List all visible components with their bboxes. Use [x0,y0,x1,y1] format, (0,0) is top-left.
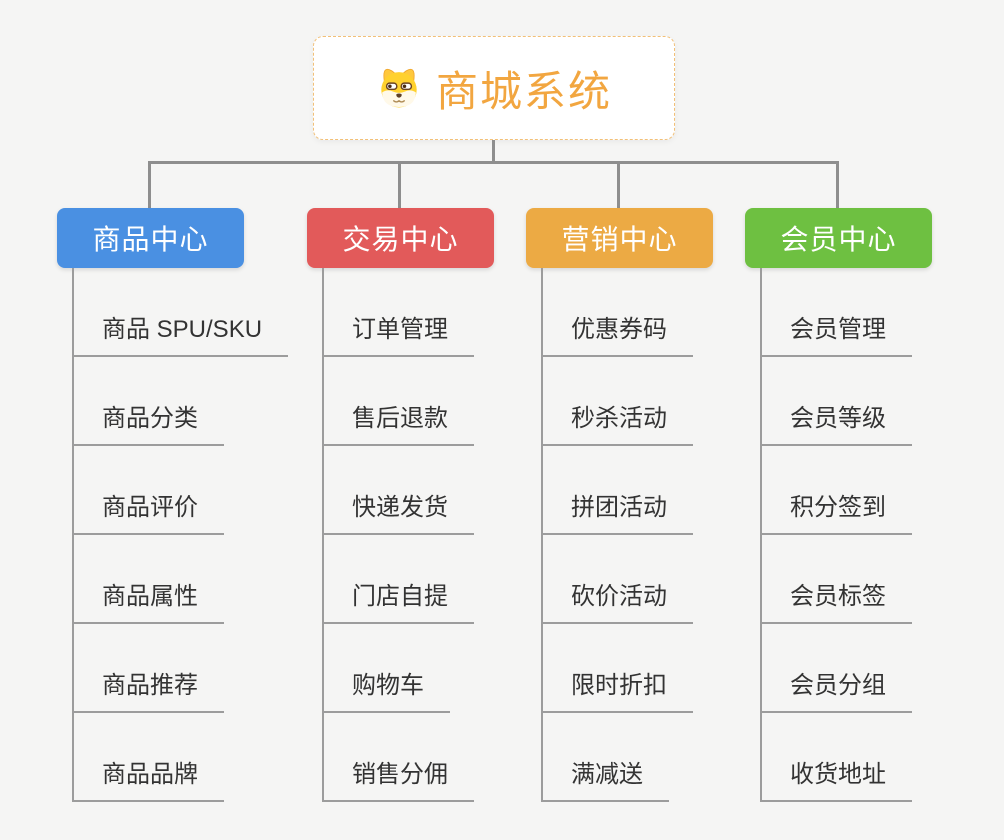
leaf-node[interactable]: 会员等级 [760,402,912,446]
leaf-node[interactable]: 会员分组 [760,669,912,713]
branch-member: 会员中心 会员管理 会员等级 积分签到 会员标签 会员分组 收货地址 [745,208,932,802]
leaf-node[interactable]: 砍价活动 [541,580,693,624]
branch-spine [760,268,762,801]
connector-root-stem [492,140,495,164]
branch-node-products[interactable]: 商品中心 [57,208,244,268]
leaf-node[interactable]: 秒杀活动 [541,402,693,446]
root-title: 商城系统 [435,67,612,115]
connector-drop-trade [398,161,401,208]
branch-spine [72,268,74,801]
leaf-node[interactable]: 商品推荐 [72,669,224,713]
branch-marketing: 营销中心 优惠券码 秒杀活动 拼团活动 砍价活动 限时折扣 满减送 [526,208,713,802]
leaf-node[interactable]: 订单管理 [322,313,474,357]
connector-drop-marketing [617,161,620,208]
root-node[interactable]: 商城系统 [313,36,675,140]
branch-label: 营销中心 [561,224,678,255]
leaf-node[interactable]: 限时折扣 [541,669,693,713]
branch-label: 会员中心 [780,224,897,255]
branch-trade: 交易中心 订单管理 售后退款 快递发货 门店自提 购物车 销售分佣 [307,208,494,802]
branch-label: 交易中心 [342,224,459,255]
leaf-node[interactable]: 销售分佣 [322,758,474,802]
leaf-node[interactable]: 积分签到 [760,491,912,535]
leaf-node[interactable]: 拼团活动 [541,491,693,535]
leaf-node[interactable]: 商品分类 [72,402,224,446]
leaf-node[interactable]: 商品品牌 [72,758,224,802]
connector-drop-products [148,161,151,208]
branch-node-marketing[interactable]: 营销中心 [526,208,713,268]
leaf-node[interactable]: 商品评价 [72,491,224,535]
branch-spine [541,268,543,801]
leaf-node[interactable]: 会员管理 [760,313,912,357]
connector-drop-member [836,161,839,208]
branch-node-member[interactable]: 会员中心 [745,208,932,268]
leaf-node[interactable]: 购物车 [322,669,450,713]
branch-label: 商品中心 [92,224,209,255]
leaf-node[interactable]: 门店自提 [322,580,474,624]
leaf-node[interactable]: 收货地址 [760,758,912,802]
leaf-node[interactable]: 商品属性 [72,580,224,624]
leaf-node[interactable]: 优惠券码 [541,313,693,357]
leaf-node[interactable]: 售后退款 [322,402,474,446]
branch-spine [322,268,324,801]
leaf-node[interactable]: 会员标签 [760,580,912,624]
branch-node-trade[interactable]: 交易中心 [307,208,494,268]
leaf-node[interactable]: 满减送 [541,758,669,802]
branch-products: 商品中心 商品 SPU/SKU 商品分类 商品评价 商品属性 商品推荐 商品品牌 [57,208,289,802]
dog-icon [376,66,422,110]
leaf-node[interactable]: 商品 SPU/SKU [72,313,289,357]
connector-cross-bar [148,161,839,164]
leaf-node[interactable]: 快递发货 [322,491,474,535]
